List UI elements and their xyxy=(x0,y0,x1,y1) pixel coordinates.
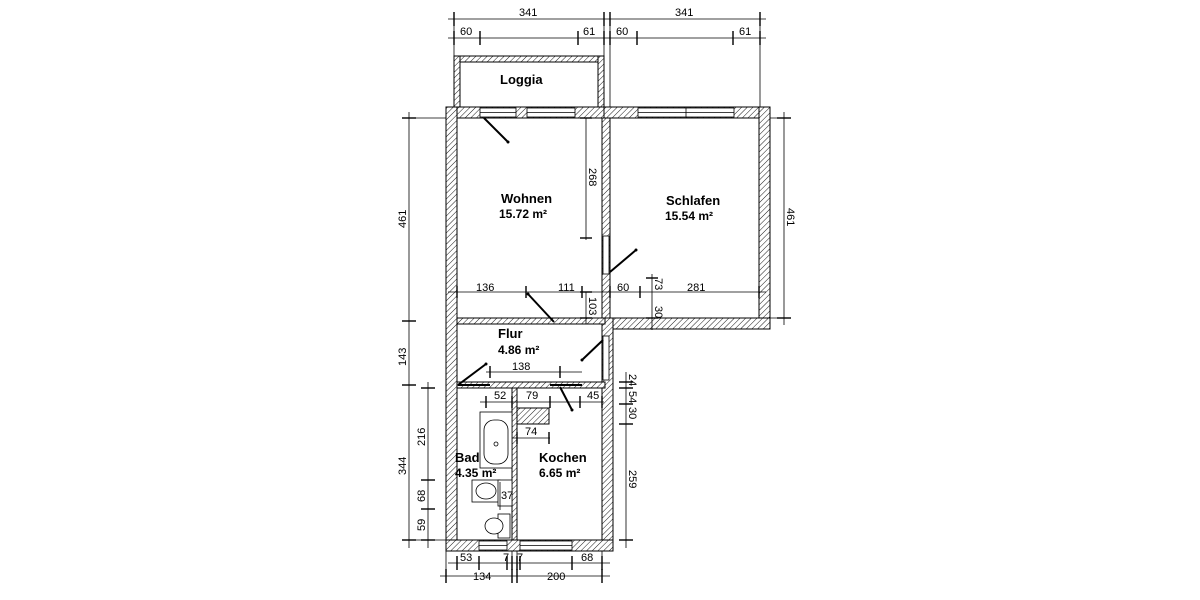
dim-left-344: 344 xyxy=(397,457,409,475)
wohnen-flur-wall xyxy=(456,317,606,325)
room-area-kochen: 6.65 m² xyxy=(539,466,580,480)
doors xyxy=(457,117,638,412)
room-label-loggia: Loggia xyxy=(500,72,543,87)
windows xyxy=(478,107,735,551)
dim-inner-281: 281 xyxy=(687,282,705,294)
room-area-flur: 4.86 m² xyxy=(498,343,539,357)
dim-right-30: 30 xyxy=(626,407,638,419)
dim-inner-73: 73 xyxy=(652,278,664,290)
dim-top-left-a: 60 xyxy=(460,26,472,38)
dim-inner-45: 45 xyxy=(587,390,599,402)
dim-bottom-134: 134 xyxy=(473,571,491,583)
right-outer-wall xyxy=(758,106,771,330)
dim-top-left-b: 61 xyxy=(583,26,595,38)
dim-left-216: 216 xyxy=(416,428,428,446)
chimney-block xyxy=(516,407,550,425)
left-outer-wall xyxy=(445,106,458,552)
schlafen-bottom-wall xyxy=(603,317,771,330)
top-wall-left xyxy=(445,106,607,119)
dim-inner-52: 52 xyxy=(494,390,506,402)
room-label-bad: Bad xyxy=(455,450,480,465)
balcony-door xyxy=(483,117,509,143)
dim-left-68: 68 xyxy=(416,490,428,502)
dim-inner-268: 268 xyxy=(586,168,598,186)
dim-inner-74: 74 xyxy=(525,426,537,438)
dim-top-left-total: 341 xyxy=(519,7,537,19)
door-entrance xyxy=(581,339,604,361)
toilet xyxy=(484,517,504,535)
room-area-wohnen: 15.72 m² xyxy=(499,207,547,221)
dim-inner-111: 111 xyxy=(558,282,575,294)
dim-top-right-total: 341 xyxy=(675,7,693,19)
dim-bottom-68: 68 xyxy=(581,552,593,564)
flur-kitchen-wall xyxy=(456,381,606,389)
dim-inner-60: 60 xyxy=(617,282,629,294)
dim-inner-138: 138 xyxy=(512,361,530,373)
room-label-wohnen: Wohnen xyxy=(501,191,552,206)
loggia-front-wall xyxy=(453,55,605,63)
wohnen-schlafen-wall xyxy=(601,117,611,319)
dim-inner-79: 79 xyxy=(526,390,538,402)
door-frame-schlafen xyxy=(602,235,610,275)
dim-left-461: 461 xyxy=(397,210,409,228)
dim-top-right-b: 61 xyxy=(739,26,751,38)
dim-left-143: 143 xyxy=(397,348,409,366)
door-schlafen xyxy=(609,249,637,273)
dim-right-24: 24 xyxy=(626,374,638,386)
dim-bottom-7a: 7 xyxy=(503,552,509,564)
room-label-flur: Flur xyxy=(498,326,523,341)
dim-inner-103: 103 xyxy=(586,297,598,315)
dim-inner-136: 136 xyxy=(476,282,494,294)
dim-inner-37: 37 xyxy=(501,490,513,502)
room-label-kochen: Kochen xyxy=(539,450,587,465)
loggia-right-wall xyxy=(597,55,605,109)
door-wohnen xyxy=(527,293,555,323)
dim-bottom-7b: 7 xyxy=(517,552,523,564)
room-area-bad: 4.35 m² xyxy=(455,466,496,480)
dim-right-54: 54 xyxy=(626,391,638,403)
dim-bottom-200: 200 xyxy=(547,571,565,583)
dimension-lines xyxy=(402,12,791,583)
dim-bottom-53: 53 xyxy=(460,552,472,564)
dimension-labels: 341 341 60 61 60 61 461 143 344 216 68 5… xyxy=(397,7,796,583)
loggia-left-wall xyxy=(453,55,461,109)
door-frame-entrance xyxy=(602,335,610,381)
dim-right-461: 461 xyxy=(784,208,796,226)
room-area-schlafen: 15.54 m² xyxy=(665,209,713,223)
dim-right-259: 259 xyxy=(626,470,638,488)
room-label-schlafen: Schlafen xyxy=(666,193,720,208)
dim-inner-30: 30 xyxy=(652,306,664,318)
bad-shaft xyxy=(497,479,513,507)
dim-top-right-a: 60 xyxy=(616,26,628,38)
bad-kochen-wall xyxy=(511,387,518,552)
dim-left-59: 59 xyxy=(416,519,428,531)
door-bad xyxy=(457,363,487,386)
